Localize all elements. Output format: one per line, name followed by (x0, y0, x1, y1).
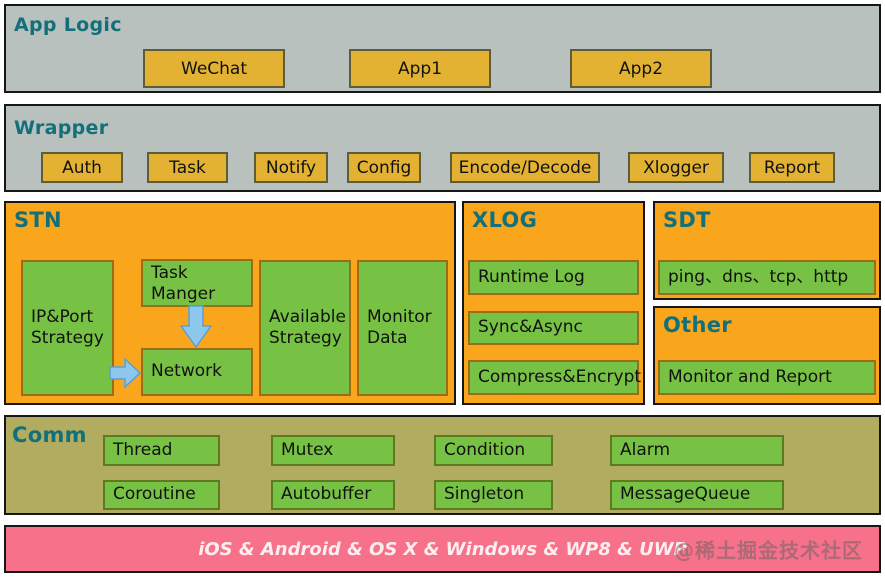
wrapper-title: Wrapper (14, 117, 109, 139)
app-logic-section: App Logic WeChat App1 App2 (4, 4, 881, 93)
sdt-tools-box: ping、dns、tcp、http (658, 260, 876, 295)
task-box: Task (147, 152, 228, 183)
arrow-right-icon (109, 357, 142, 389)
sync-async-box: Sync&Async (468, 311, 639, 345)
mutex-box: Mutex (271, 435, 395, 466)
platform-bar: iOS & Android & OS X & Windows & WP8 & U… (4, 525, 881, 573)
monitor-report-box: Monitor and Report (658, 360, 876, 395)
comm-section: Comm Thread Mutex Condition Alarm Corout… (4, 415, 881, 515)
available-strategy-box: Available Strategy (259, 260, 351, 396)
autobuffer-box: Autobuffer (271, 480, 395, 510)
wrapper-section: Wrapper Auth Task Notify Config Encode/D… (4, 104, 881, 192)
xlog-section: XLOG Runtime Log Sync&Async Compress&Enc… (462, 201, 645, 405)
wechat-box: WeChat (143, 49, 285, 88)
other-title: Other (663, 313, 732, 337)
xlog-title: XLOG (472, 208, 538, 232)
encode-decode-box: Encode/Decode (450, 152, 600, 183)
arrow-down-icon (179, 305, 213, 349)
singleton-box: Singleton (434, 480, 553, 510)
task-manager-box: Task Manger (141, 259, 253, 307)
comm-title: Comm (12, 423, 87, 447)
sdt-title: SDT (663, 208, 711, 232)
stn-section: STN IP&Port Strategy Task Manger Network… (4, 201, 456, 405)
monitor-data-box: Monitor Data (357, 260, 448, 396)
network-box: Network (141, 348, 253, 396)
watermark-text: @稀土掘金技术社区 (674, 538, 863, 563)
condition-box: Condition (434, 435, 553, 466)
messagequeue-box: MessageQueue (610, 480, 784, 510)
report-box: Report (749, 152, 835, 183)
auth-box: Auth (41, 152, 123, 183)
platform-bar-label: iOS & Android & OS X & Windows & WP8 & U… (198, 538, 687, 560)
sdt-section: SDT ping、dns、tcp、http (653, 201, 881, 300)
compress-encrypt-box: Compress&Encrypt (468, 360, 641, 395)
ip-port-strategy-box: IP&Port Strategy (21, 260, 114, 396)
thread-box: Thread (103, 435, 220, 466)
runtime-log-box: Runtime Log (468, 260, 639, 295)
stn-title: STN (14, 208, 62, 232)
app-logic-title: App Logic (14, 14, 122, 36)
alarm-box: Alarm (610, 435, 784, 466)
app2-box: App2 (570, 49, 712, 88)
coroutine-box: Coroutine (103, 480, 220, 510)
notify-box: Notify (254, 152, 328, 183)
app1-box: App1 (349, 49, 491, 88)
xlogger-box: Xlogger (628, 152, 724, 183)
config-box: Config (347, 152, 421, 183)
other-section: Other Monitor and Report (653, 306, 881, 405)
